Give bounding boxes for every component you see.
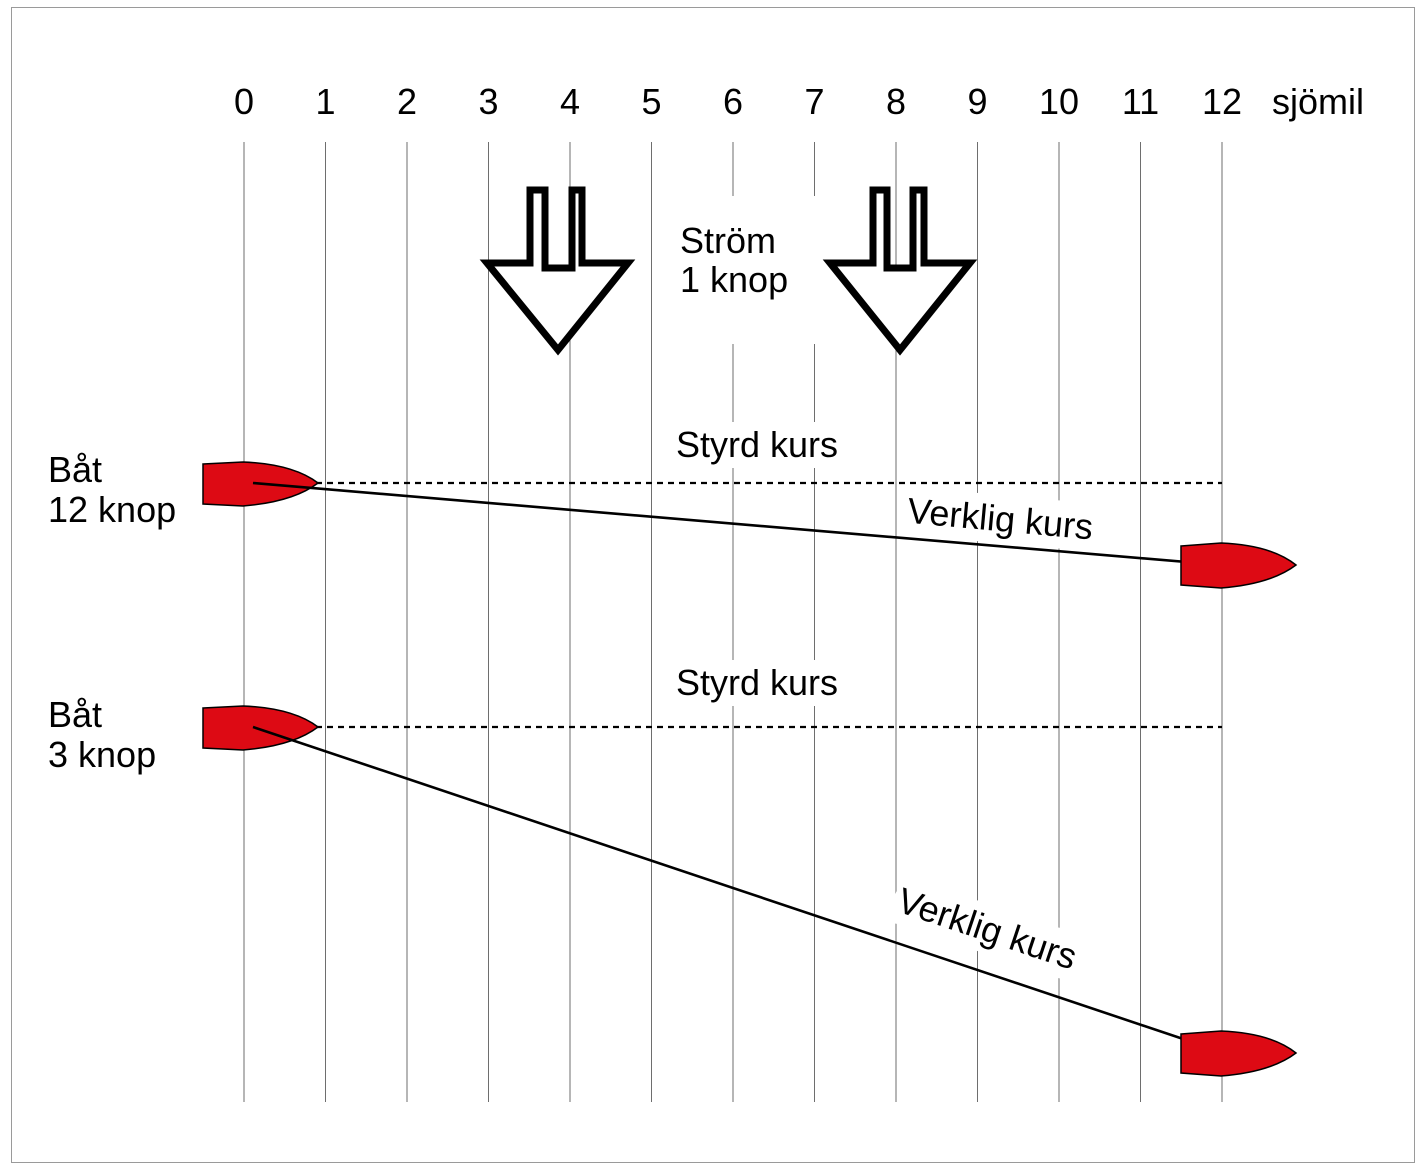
steered-label-bg-fast [672,422,862,468]
actual-course-line-slow [252,725,1223,1054]
steered-course-label-fast: Styrd kurs [676,424,838,465]
boat-hull [1180,542,1298,589]
scale-tick-label: 11 [1122,81,1159,122]
scale-tick-label: 5 [641,81,661,122]
scale-tick-label: 4 [560,81,580,122]
actual-label-bg-slow [886,875,1113,992]
scale-unit-label: sjömil [1272,81,1364,122]
boat-slow-speed: 3 knop [48,734,156,775]
scale-tick-label: 12 [1202,81,1242,122]
current-arrow-right-icon [822,186,978,356]
scale-tick-label: 2 [397,81,417,122]
actual-course-line-fast [252,481,1223,567]
scale-tick-label: 10 [1039,81,1079,122]
boat-hull [1180,1030,1298,1077]
boat-fast-end-icon [1180,542,1298,589]
boat-fast-name: Båt [48,449,102,490]
steered-label-bg-slow [672,660,862,706]
current-label-line1: Ström [680,220,776,261]
current-arrow-left-icon [479,186,636,356]
scale-tick-label: 6 [723,81,743,122]
scale-tick-label: 7 [804,81,824,122]
current-label-line2: 1 knop [680,259,788,300]
boat-slow-name: Båt [48,694,102,735]
scale-tick-label: 0 [234,81,254,122]
scale-tick-label: 8 [886,81,906,122]
scale-tick-label: 9 [967,81,987,122]
scale-tick-label: 3 [478,81,498,122]
scale-tick-label: 1 [315,81,335,122]
boat-slow-end-icon [1180,1030,1298,1077]
current-label-background [655,196,815,344]
actual-label-bg-fast [898,486,1124,555]
boat-fast-speed: 12 knop [48,489,176,530]
actual-course-label-fast: Verklig kurs [906,490,1095,548]
steered-course-label-slow: Styrd kurs [676,662,838,703]
